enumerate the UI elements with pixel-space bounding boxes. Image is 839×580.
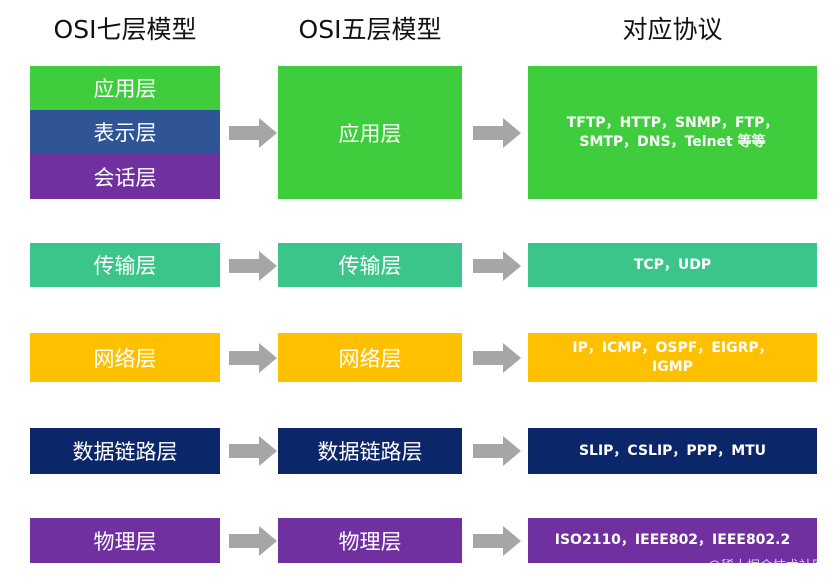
right-arrow-icon [473, 251, 521, 281]
header-protocols: 对应协议 [622, 15, 723, 44]
right-arrow-icon [229, 251, 277, 281]
protocols-application-line1: TFTP，HTTP，SNMP，FTP， [566, 114, 779, 131]
protocols-application: TFTP，HTTP，SNMP，FTP， SMTP，DNS，Telnet 等等 [528, 66, 817, 199]
osi7-datalink-layer: 数据链路层 [30, 428, 220, 474]
protocols-datalink: SLIP，CSLIP，PPP，MTU [528, 428, 817, 474]
right-arrow-icon [229, 526, 277, 556]
right-arrow-icon [229, 343, 277, 373]
right-arrow-icon [229, 118, 277, 148]
header-osi7: OSI七层模型 [53, 15, 197, 44]
right-arrow-icon [473, 526, 521, 556]
protocols-network: IP，ICMP，OSPF，EIGRP， IGMP [528, 333, 817, 382]
osi7-transport-layer: 传输层 [30, 243, 220, 287]
osi7-physical-layer: 物理层 [30, 518, 220, 563]
osi7-application-layer: 应用层 [30, 66, 220, 110]
osi7-presentation-layer: 表示层 [30, 110, 220, 154]
protocols-network-line2: IGMP [652, 358, 693, 375]
protocols-network-line1: IP，ICMP，OSPF，EIGRP， [572, 339, 773, 356]
osi5-datalink-layer: 数据链路层 [278, 428, 462, 474]
osi5-network-layer: 网络层 [278, 333, 462, 382]
protocols-physical: ISO2110，IEEE802，IEEE802.2 [528, 518, 817, 563]
protocols-application-line2: SMTP，DNS，Telnet 等等 [579, 133, 766, 150]
osi7-network-layer: 网络层 [30, 333, 220, 382]
osi5-physical-layer: 物理层 [278, 518, 462, 563]
protocols-transport: TCP，UDP [528, 243, 817, 287]
header-osi5: OSI五层模型 [298, 15, 442, 44]
osi5-application-layer: 应用层 [278, 66, 462, 199]
right-arrow-icon [473, 118, 521, 148]
right-arrow-icon [473, 343, 521, 373]
right-arrow-icon [229, 436, 277, 466]
osi7-session-layer: 会话层 [30, 154, 220, 199]
osi5-transport-layer: 传输层 [278, 243, 462, 287]
right-arrow-icon [473, 436, 521, 466]
watermark: @稀土掘金技术社区 [707, 559, 825, 574]
